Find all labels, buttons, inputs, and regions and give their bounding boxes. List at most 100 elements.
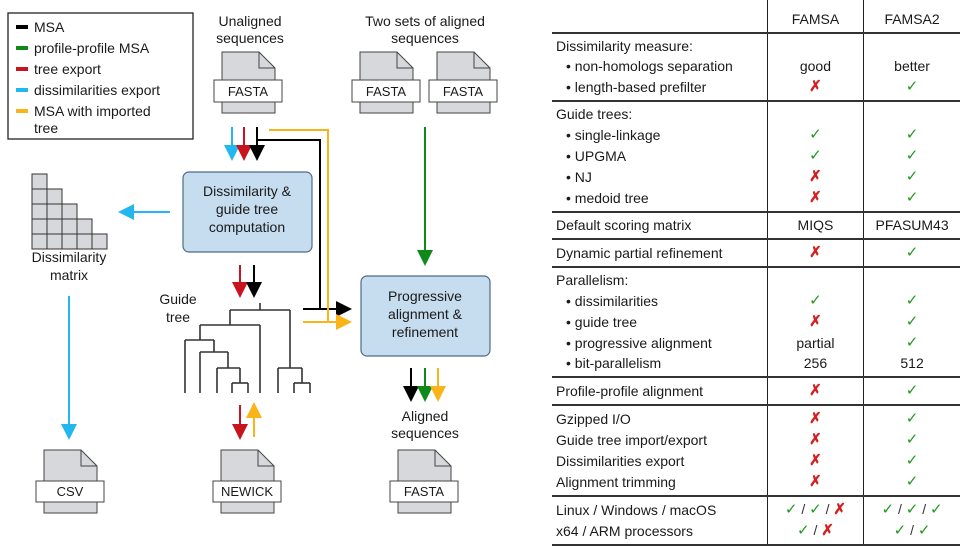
- famsa2-value: ✓: [863, 166, 960, 187]
- matrix-cell: [46, 233, 63, 250]
- table-row: Guide trees:: [552, 100, 960, 124]
- aligned-output-title-line2: sequences: [391, 425, 459, 441]
- matrix-cell: [61, 203, 78, 220]
- famsa-value: partial: [766, 332, 864, 353]
- famsa2-value: ✓ / ✓ / ✓: [863, 495, 960, 520]
- famsa-value: ✓ / ✗: [766, 520, 864, 546]
- cross-icon: ✗: [809, 78, 822, 95]
- separator: /: [821, 501, 834, 517]
- cell-value: MIQS: [797, 217, 834, 233]
- famsa-value: MIQS: [766, 211, 864, 239]
- matrix-cell: [31, 233, 48, 250]
- table-header-row: FAMSA FAMSA2: [552, 0, 960, 33]
- check-icon: ✓: [905, 147, 919, 164]
- legend-item-imported-tree: MSA with imported tree: [16, 103, 151, 136]
- matrix-cell: [46, 188, 63, 205]
- check-icon: ✓: [905, 382, 919, 399]
- header-famsa2: FAMSA2: [863, 0, 960, 33]
- feature-name: Guide trees:: [552, 100, 768, 124]
- cross-icon: ✗: [809, 452, 822, 469]
- cell-value: 256: [803, 355, 828, 371]
- check-icon: ✓: [784, 501, 798, 518]
- legend-swatch: [16, 25, 28, 29]
- check-icon: ✓: [905, 189, 919, 206]
- check-icon: ✓: [809, 292, 822, 309]
- file-type-label: FASTA: [228, 84, 269, 99]
- famsa2-value: ✓: [863, 450, 960, 471]
- check-icon: ✓: [809, 147, 822, 164]
- legend-swatch: [16, 46, 28, 50]
- famsa-value: [766, 32, 864, 56]
- feature-name: • progressive alignment: [566, 334, 712, 351]
- feature-name: Default scoring matrix: [552, 211, 768, 239]
- matrix-cell: [76, 233, 93, 250]
- cell-value: good: [799, 58, 832, 74]
- famsa-value: ✗: [766, 376, 864, 405]
- check-icon: ✓: [893, 522, 907, 539]
- feature-name: • guide tree: [566, 313, 638, 330]
- famsa2-value: [863, 100, 960, 124]
- famsa-value: ✓ / ✓ / ✗: [766, 495, 864, 520]
- legend-item-msa: MSA: [16, 19, 65, 35]
- file-type-label: FASTA: [366, 84, 407, 99]
- matrix-label-line2: matrix: [50, 267, 88, 283]
- famsa-value: 256: [766, 353, 864, 377]
- legend-label: MSA with imported: [34, 103, 151, 119]
- famsa2-value: ✓: [863, 145, 960, 166]
- famsa-value: ✓: [766, 124, 864, 145]
- legend-label-cont: tree: [34, 120, 58, 136]
- newick-file-icon: NEWICK: [212, 449, 282, 514]
- feature-name: Dissimilarities export: [556, 452, 685, 469]
- table-row: Dissimilarities export ✗ ✓: [552, 450, 960, 471]
- table-row: Dynamic partial refinement✗✓: [552, 238, 960, 267]
- file-type-label: CSV: [57, 484, 84, 499]
- legend-swatch: [16, 109, 28, 113]
- aligned-pair-title-line2: sequences: [391, 30, 459, 46]
- legend-swatch: [16, 88, 28, 92]
- feature-name: • bit-parallelism: [566, 355, 662, 371]
- cross-icon: ✗: [809, 473, 822, 490]
- arrows-into-dissimilarity: [224, 127, 265, 161]
- famsa-value: ✗: [766, 429, 864, 450]
- check-icon: ✓: [905, 452, 919, 469]
- header-feature: [552, 0, 767, 33]
- feature-name: • UPGMA: [566, 147, 627, 164]
- cross-icon: ✗: [809, 382, 822, 399]
- box-line: Progressive: [388, 288, 462, 304]
- check-icon: ✓: [905, 292, 919, 309]
- separator: /: [906, 522, 918, 538]
- famsa2-value: ✓: [863, 76, 960, 101]
- file-type-label: NEWICK: [221, 484, 273, 499]
- guide-tree-label-line1: Guide: [159, 291, 197, 307]
- box-line: guide tree: [216, 201, 278, 217]
- table-row: Profile-profile alignment✗✓: [552, 376, 960, 405]
- famsa2-value: ✓: [863, 187, 960, 212]
- table-row: • dissimilarities✓✓: [552, 290, 960, 311]
- cross-icon: ✗: [821, 522, 834, 539]
- table-row: Guide tree import/export✗✓: [552, 429, 960, 450]
- feature-name: Gzipped I/O: [552, 404, 768, 429]
- cell-value: 512: [900, 355, 924, 371]
- check-icon: ✓: [905, 410, 919, 427]
- famsa-value: [766, 266, 864, 290]
- matrix-cell: [31, 173, 48, 190]
- feature-name: Linux / Windows / macOS: [552, 495, 768, 520]
- guide-tree-label-line2: tree: [166, 309, 190, 325]
- table-row: • guide tree✗✓: [552, 311, 960, 332]
- famsa2-value: ✓: [863, 376, 960, 405]
- cell-value: better: [894, 58, 930, 74]
- fasta-file-icon: FASTA: [213, 51, 283, 114]
- unaligned-sequences: Unaligned sequences FASTA: [213, 13, 284, 114]
- check-icon: ✓: [930, 501, 943, 518]
- fasta-file-icon: FASTA: [428, 51, 498, 114]
- cross-icon: ✗: [809, 410, 822, 427]
- header-famsa: FAMSA: [766, 0, 864, 33]
- matrix-cell: [31, 218, 48, 235]
- matrix-cell: [61, 218, 78, 235]
- separator: /: [894, 501, 906, 517]
- msa-bypass-line: [258, 139, 321, 309]
- table-row: • medoid tree✗✓: [552, 187, 960, 212]
- table-row: • length-based prefilter✗✓: [552, 76, 960, 101]
- famsa-value: ✗: [766, 471, 864, 496]
